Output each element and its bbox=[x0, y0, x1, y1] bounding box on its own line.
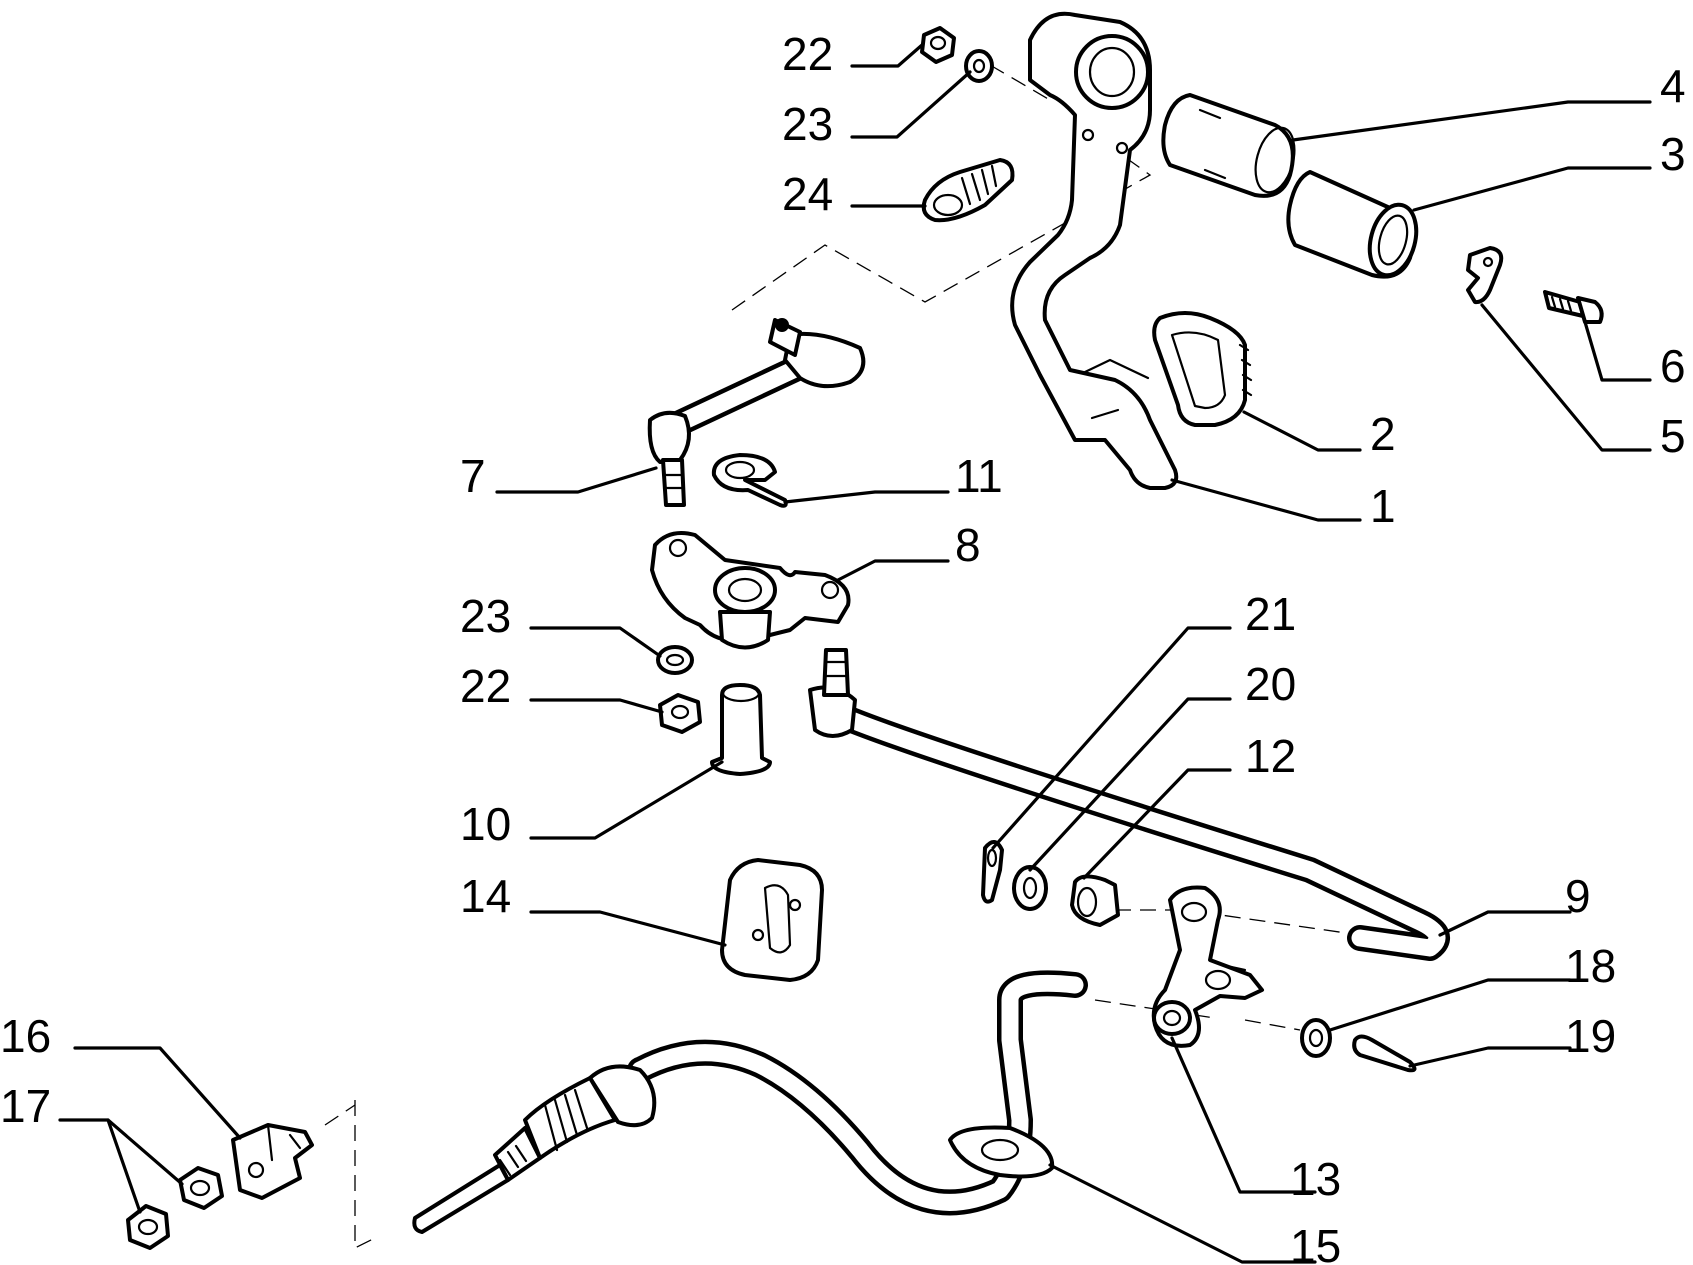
bushing-12[interactable] bbox=[1070, 874, 1120, 927]
callout-labels: 22 23 24 4 3 6 5 2 1 7 11 8 23 22 21 20 … bbox=[0, 28, 1686, 1265]
callout-21: 21 bbox=[1245, 588, 1296, 640]
cable-clamp-16[interactable] bbox=[231, 1123, 314, 1200]
callout-16: 16 bbox=[0, 1010, 51, 1062]
callout-22-top: 22 bbox=[782, 28, 833, 80]
callout-9: 9 bbox=[1565, 870, 1591, 922]
callout-23-lower: 23 bbox=[460, 590, 511, 642]
callout-3: 3 bbox=[1660, 128, 1686, 180]
callout-22-lower: 22 bbox=[460, 660, 511, 712]
nut-17-b[interactable] bbox=[126, 1204, 170, 1250]
selector-lever-13[interactable] bbox=[1151, 885, 1264, 1048]
washer-20[interactable] bbox=[1012, 865, 1048, 911]
pivot-bracket-8[interactable] bbox=[650, 531, 851, 650]
spring-24[interactable] bbox=[921, 158, 1015, 223]
callout-4: 4 bbox=[1660, 60, 1686, 112]
bolt-6[interactable] bbox=[1543, 290, 1604, 324]
shift-rod-9[interactable] bbox=[808, 648, 1450, 961]
link-rod-7[interactable] bbox=[647, 318, 866, 507]
washer-23-lower[interactable] bbox=[656, 645, 694, 675]
nut-22-lower[interactable] bbox=[658, 693, 702, 734]
callout-14: 14 bbox=[460, 870, 511, 922]
callout-11: 11 bbox=[955, 450, 1003, 502]
callout-6: 6 bbox=[1660, 340, 1686, 392]
callout-20: 20 bbox=[1245, 658, 1296, 710]
clip-19[interactable] bbox=[1352, 1034, 1417, 1073]
bushing-3[interactable] bbox=[1286, 170, 1423, 280]
leader-lines bbox=[58, 43, 1652, 1264]
gasket-plate-14[interactable] bbox=[720, 858, 824, 982]
nut-17-a[interactable] bbox=[178, 1166, 224, 1210]
callout-13: 13 bbox=[1290, 1153, 1341, 1205]
clip-bracket-5[interactable] bbox=[1466, 246, 1504, 305]
callout-15: 15 bbox=[1290, 1220, 1341, 1265]
callout-23-top: 23 bbox=[782, 98, 833, 150]
pedal-pad-rubber[interactable] bbox=[1152, 311, 1253, 427]
callout-8: 8 bbox=[955, 519, 981, 571]
callout-10: 10 bbox=[460, 798, 511, 850]
washer-23-top[interactable] bbox=[964, 49, 994, 83]
callout-24: 24 bbox=[782, 168, 833, 220]
callout-19: 19 bbox=[1565, 1010, 1616, 1062]
callout-5: 5 bbox=[1660, 410, 1686, 462]
cotter-pin-21[interactable] bbox=[981, 840, 1004, 904]
pedal-lever[interactable] bbox=[1010, 11, 1179, 490]
clip-11[interactable] bbox=[711, 453, 788, 508]
callout-12: 12 bbox=[1245, 730, 1296, 782]
washer-18[interactable] bbox=[1300, 1018, 1332, 1058]
sleeve-10[interactable] bbox=[710, 683, 772, 776]
cable-15[interactable] bbox=[412, 970, 1088, 1234]
bushing-4[interactable] bbox=[1161, 93, 1301, 198]
callout-1: 1 bbox=[1370, 480, 1396, 532]
callout-17: 17 bbox=[0, 1080, 51, 1132]
callout-7: 7 bbox=[460, 450, 486, 502]
callout-18: 18 bbox=[1565, 940, 1616, 992]
nut-22-top[interactable] bbox=[920, 26, 956, 64]
callout-2: 2 bbox=[1370, 408, 1396, 460]
